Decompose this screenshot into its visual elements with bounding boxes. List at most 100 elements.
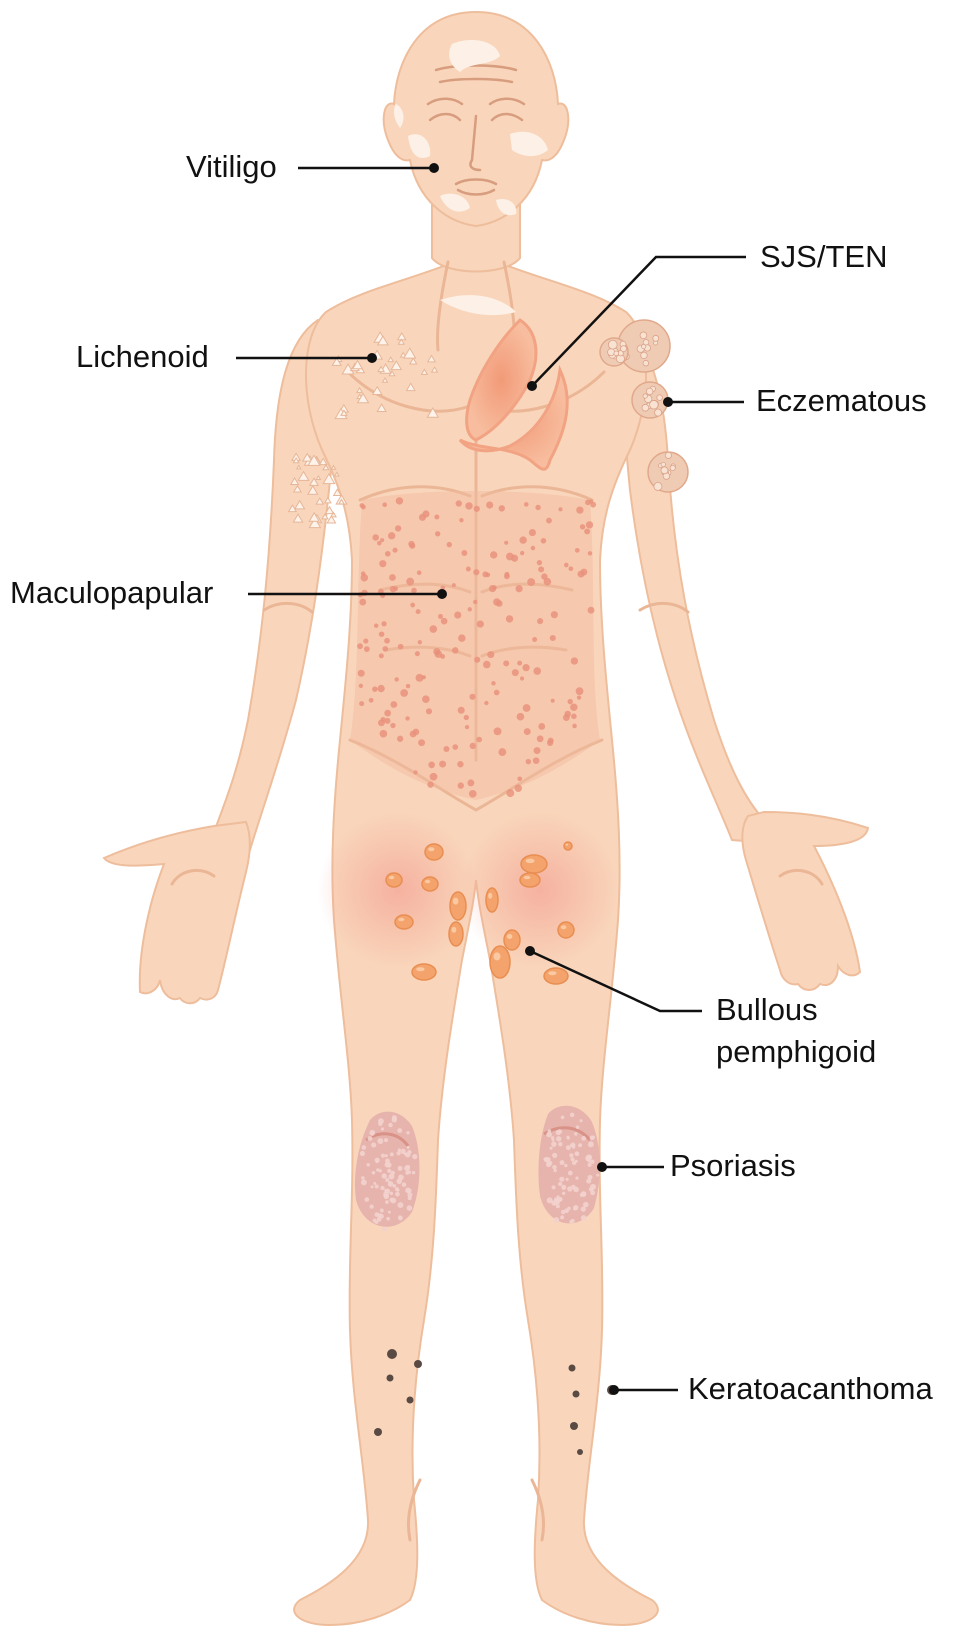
- psoriasis-scale-dot: [388, 1173, 394, 1179]
- macule: [584, 528, 590, 534]
- macule: [428, 762, 435, 769]
- macule: [415, 651, 420, 656]
- macule: [461, 550, 467, 556]
- macule: [531, 546, 536, 551]
- macule: [586, 521, 593, 528]
- macule: [484, 701, 488, 705]
- psoriasis-scale-dot: [556, 1204, 560, 1208]
- psoriasis-scale-dot: [381, 1127, 384, 1130]
- macule: [544, 578, 552, 586]
- macule: [571, 714, 577, 720]
- psoriasis-scale-dot: [564, 1164, 567, 1167]
- macule: [358, 670, 365, 677]
- eczema-papule: [661, 462, 665, 466]
- psoriasis-scale-dot: [395, 1192, 400, 1197]
- psoriasis-scale-dot: [386, 1217, 390, 1221]
- macule: [405, 716, 409, 720]
- macule: [541, 538, 547, 544]
- psoriasis-scale-dot: [372, 1171, 376, 1175]
- macule: [468, 607, 472, 611]
- macule: [486, 573, 491, 578]
- blister: [504, 930, 520, 950]
- psoriasis-scale-dot: [551, 1136, 554, 1139]
- psoriasis-scale-dot: [576, 1126, 579, 1129]
- macule: [394, 677, 398, 681]
- psoriasis-scale-dot: [377, 1213, 382, 1218]
- label-maculopapular: Maculopapular: [10, 574, 213, 611]
- eczema-papule: [641, 352, 648, 359]
- psoriasis-scale-dot: [550, 1147, 553, 1150]
- psoriasis-scale-dot: [381, 1173, 386, 1178]
- macule: [406, 578, 414, 586]
- macule: [537, 618, 543, 624]
- psoriasis-scale-dot: [596, 1174, 599, 1177]
- psoriasis-scale-dot: [552, 1153, 557, 1158]
- psoriasis-scale-dot: [387, 1169, 391, 1173]
- psoriasis-scale-dot: [562, 1186, 565, 1189]
- psoriasis-scale-dot: [390, 1192, 394, 1196]
- psoriasis-scale-dot: [581, 1136, 586, 1141]
- macule: [529, 529, 536, 536]
- psoriasis-scale-dot: [398, 1175, 404, 1181]
- macule: [390, 701, 397, 708]
- psoriasis-scale-dot: [375, 1185, 379, 1189]
- macule: [576, 506, 583, 513]
- macule: [410, 603, 415, 608]
- psoriasis-scale-dot: [567, 1186, 572, 1191]
- psoriasis-scale-dot: [573, 1187, 579, 1193]
- macule: [464, 715, 469, 720]
- blister: [521, 855, 547, 873]
- macule: [379, 653, 384, 658]
- macule: [361, 505, 366, 510]
- macule: [551, 699, 555, 703]
- macule: [535, 505, 540, 510]
- macule: [519, 536, 526, 543]
- psoriasis-scale-dot: [402, 1182, 407, 1187]
- eczema-papule: [608, 340, 617, 349]
- macule: [388, 532, 395, 539]
- macule: [430, 625, 438, 633]
- macule: [503, 660, 509, 666]
- psoriasis-scale-dot: [371, 1142, 376, 1147]
- macule: [533, 667, 541, 675]
- psoriasis-scale-dot: [581, 1215, 587, 1221]
- macule: [524, 728, 531, 735]
- macule: [379, 631, 385, 637]
- psoriasis-scale-dot: [546, 1132, 552, 1138]
- psoriasis-scale-dot: [388, 1123, 392, 1127]
- macule: [372, 686, 377, 691]
- eczema-papule: [665, 452, 671, 458]
- macule: [578, 571, 585, 578]
- psoriasis-scale-dot: [552, 1165, 556, 1169]
- psoriasis-scale-dot: [398, 1215, 401, 1218]
- macule: [382, 502, 387, 507]
- blister-highlight: [488, 893, 492, 899]
- macule: [380, 730, 388, 738]
- blister: [558, 922, 574, 938]
- macule: [506, 553, 514, 561]
- macule: [384, 710, 391, 717]
- psoriasis-scale-dot: [571, 1143, 576, 1148]
- blister-highlight: [398, 918, 404, 922]
- macule: [520, 551, 524, 555]
- blister: [544, 968, 568, 984]
- macule: [547, 740, 553, 746]
- macule: [422, 695, 430, 703]
- blister-highlight: [565, 844, 568, 846]
- eczema-papule: [654, 482, 662, 490]
- macule: [357, 643, 363, 649]
- psoriasis-scale-dot: [385, 1159, 390, 1164]
- blister-highlight: [453, 898, 459, 905]
- psoriasis-scale-dot: [571, 1157, 575, 1161]
- psoriasis-scale-dot: [560, 1215, 564, 1219]
- macule: [418, 640, 422, 644]
- macule: [538, 723, 545, 730]
- macule: [443, 746, 449, 752]
- psoriasis-scale-dot: [360, 1151, 365, 1156]
- macule: [413, 770, 417, 774]
- label-eczematous: Eczematous: [756, 382, 927, 419]
- label-bullous-line1: Bullous: [716, 991, 818, 1028]
- eczema-papule: [657, 395, 663, 401]
- macule: [385, 551, 391, 557]
- eczema-papule: [670, 465, 675, 470]
